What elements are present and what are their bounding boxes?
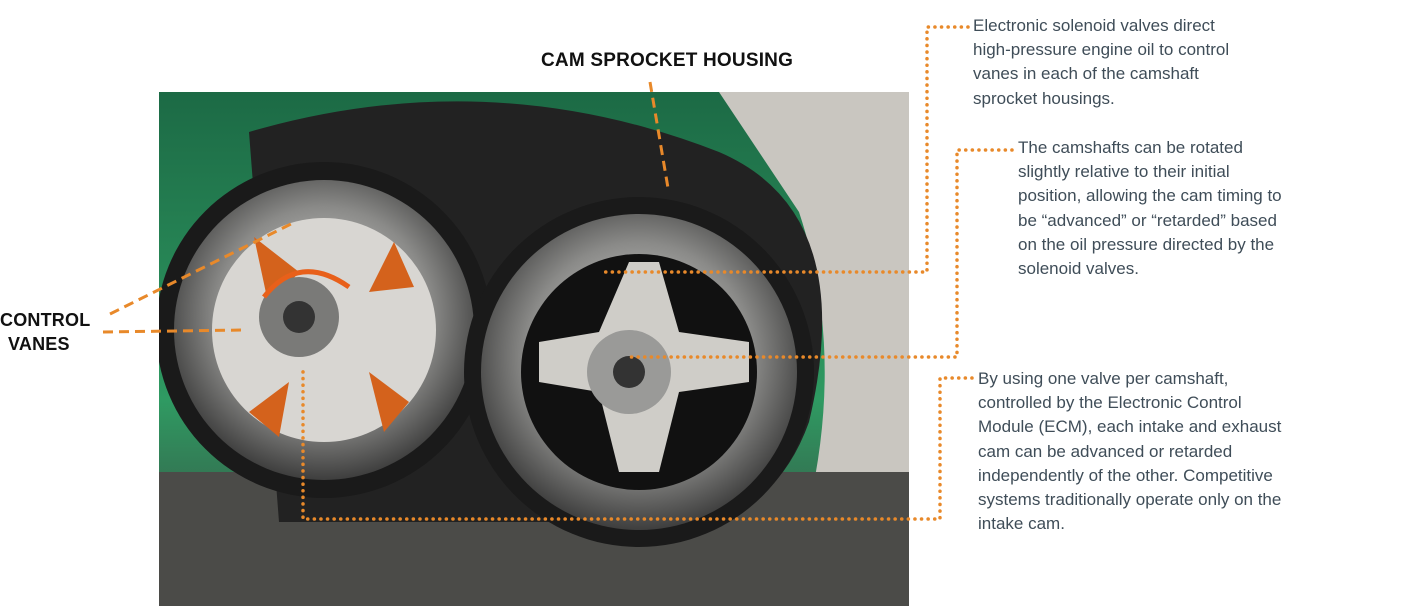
engine-photo [159,92,909,606]
callout-cam-rotation: The camshafts can be rotated slightly re… [1018,136,1282,281]
text-line: intake cam. [978,514,1065,534]
text-line: slightly relative to their initial [1018,162,1230,182]
text-line: position, allowing the cam timing to [1018,186,1282,206]
cam-sprocket-housing-label: CAM SPROCKET HOUSING [541,50,794,71]
text-line: high-pressure engine oil to control [973,40,1230,60]
text-line: Module (ECM), each intake and exhaust [978,417,1282,437]
text-line: The camshafts can be rotated [1018,138,1243,157]
right-sprocket [464,197,814,547]
callout-solenoid-valves: Electronic solenoid valves direct high-p… [973,14,1229,111]
text-line: independently of the other. Competitive [978,465,1273,485]
text-line: systems traditionally operate only on th… [978,490,1282,510]
left-sprocket [159,162,492,498]
control-vanes-line-2: VANES [8,334,70,354]
text-line: be “advanced” or “retarded” based [1018,210,1277,230]
text-line: on the oil pressure directed by the [1018,234,1275,254]
text-line: solenoid valves. [1018,259,1139,279]
control-vanes-label: CONTROL VANES [0,308,90,356]
text-line: Electronic solenoid valves direct [973,16,1215,35]
text-line: vanes in each of the camshaft [973,64,1199,84]
text-line: cam can be advanced or retarded [978,441,1233,461]
text-line: sprocket housings. [973,88,1115,108]
text-line: By using one valve per camshaft, [978,369,1229,388]
control-vanes-line-1: CONTROL [0,310,91,330]
text-line: controlled by the Electronic Control [978,393,1242,413]
callout-one-valve-per-camshaft: By using one valve per camshaft, control… [978,367,1281,536]
